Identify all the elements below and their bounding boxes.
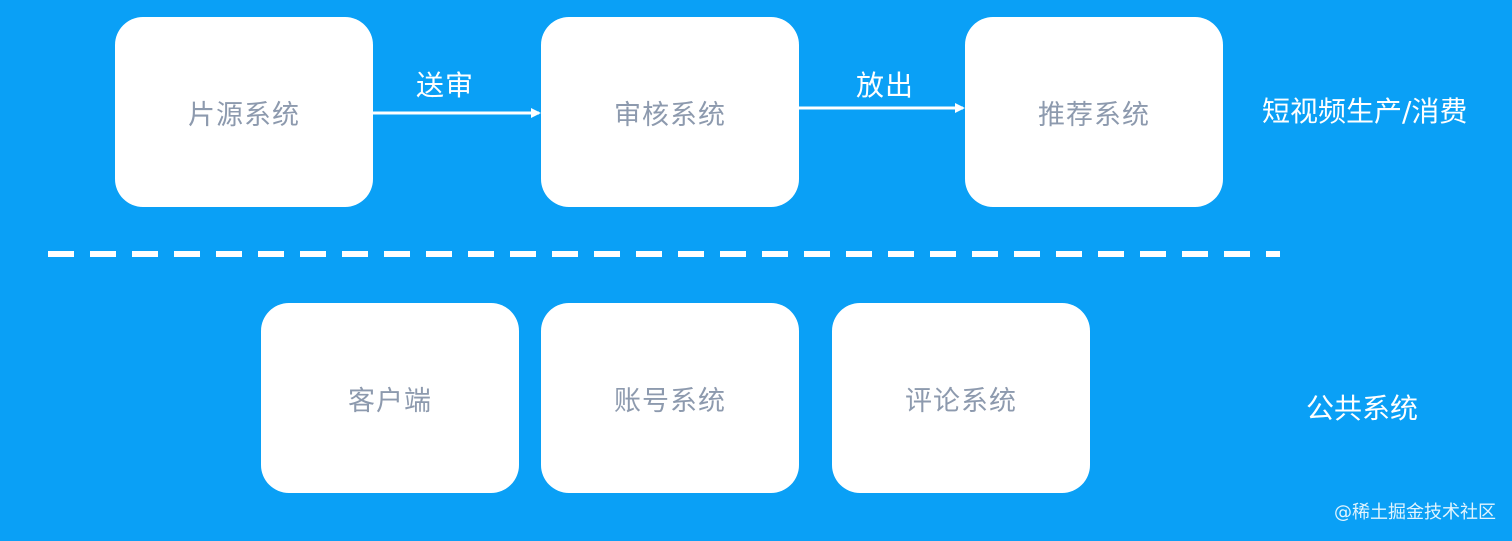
node-label: 客户端 — [348, 385, 432, 417]
node-label: 评论系统 — [905, 385, 1017, 417]
node-label: 审核系统 — [614, 99, 726, 131]
node-account-system: 账号系统 — [541, 303, 799, 493]
node-recommend-system: 推荐系统 — [965, 17, 1223, 207]
edge-label-send-review: 送审 — [416, 69, 475, 102]
node-label: 片源系统 — [188, 99, 300, 131]
node-comment-system: 评论系统 — [832, 303, 1090, 493]
node-source-system: 片源系统 — [115, 17, 373, 207]
group-label-production: 短视频生产/消费 — [1262, 95, 1468, 128]
group-label-common: 公共系统 — [1306, 392, 1419, 425]
node-client: 客户端 — [261, 303, 519, 493]
source-watermark: @稀土掘金技术社区 — [1334, 502, 1496, 523]
edge-label-release: 放出 — [856, 69, 915, 102]
node-label: 推荐系统 — [1038, 99, 1150, 131]
node-label: 账号系统 — [614, 385, 726, 417]
node-review-system: 审核系统 — [541, 17, 799, 207]
